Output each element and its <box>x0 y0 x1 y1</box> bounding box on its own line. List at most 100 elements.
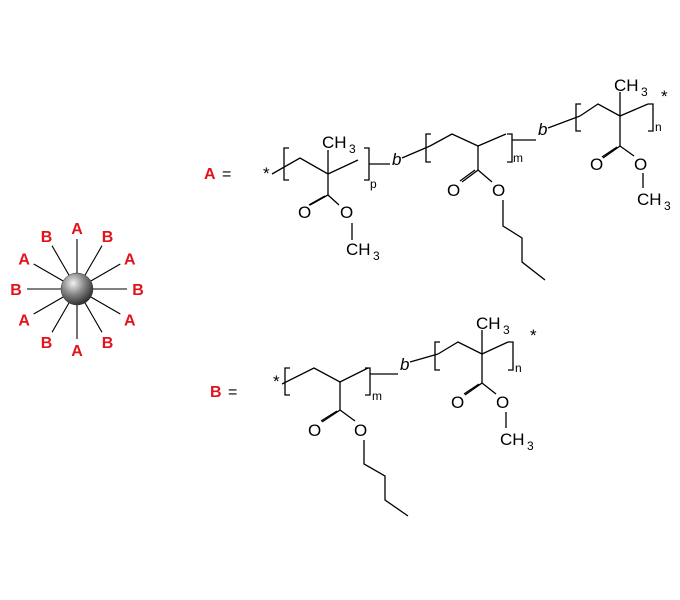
block-b-end-left: * <box>273 372 280 391</box>
ester-bond <box>461 146 479 183</box>
carbonyl-double-bond <box>308 195 326 206</box>
seg1-carbonyl-o: O <box>308 421 321 440</box>
star-arm-label-b: B <box>102 229 114 246</box>
backbone-bond <box>429 133 507 147</box>
ester-o-bond <box>619 145 635 157</box>
bracket-right <box>365 367 371 396</box>
ester-o-bond <box>339 409 356 422</box>
star-arm <box>88 263 121 283</box>
block-link-bond <box>401 145 431 159</box>
seg2-index-n: n <box>515 361 522 375</box>
star-arm-label-a: A <box>71 343 83 360</box>
backbone-bond <box>579 103 649 117</box>
block-b-structure: B = * m O O b CH <box>210 314 537 517</box>
block-a-end-left: * <box>263 164 270 183</box>
bracket-left <box>575 103 581 132</box>
star-arm <box>33 263 66 283</box>
seg2-carbonyl-o: O <box>451 393 464 412</box>
backbone-bond <box>271 157 359 175</box>
star-arm-label-b: B <box>102 335 114 352</box>
carbonyl-double-bond <box>459 169 476 182</box>
star-arm-label-b: B <box>41 335 53 352</box>
ester-bond <box>602 116 621 159</box>
seg2-ester-o: O <box>496 393 509 412</box>
star-arms <box>27 239 127 339</box>
seg1-ch3-sub: 3 <box>349 142 356 156</box>
block-a-structure: A = * CH 3 p O O CH 3 b <box>204 76 671 281</box>
block-a-label: A <box>204 166 216 183</box>
star-arm-label-a: A <box>18 313 30 330</box>
seg1-ester-o: O <box>340 203 353 222</box>
seg1-index-p: p <box>370 177 377 191</box>
seg3-carbonyl-o: O <box>590 155 603 174</box>
ester-bond <box>309 174 329 206</box>
block-link-bond <box>547 115 581 129</box>
backbone-bond <box>281 367 369 385</box>
butyl-chain <box>363 440 409 517</box>
block-b-equals: = <box>228 384 237 401</box>
seg1-methyl-sub: 3 <box>373 249 380 263</box>
bracket-right <box>507 133 513 163</box>
carbonyl-double-bond <box>601 146 618 158</box>
bracket-left <box>425 133 431 163</box>
star-arm <box>83 300 103 333</box>
bracket-left <box>434 341 440 371</box>
bracket-right <box>364 147 370 181</box>
star-arm <box>51 300 71 333</box>
seg2-ch3: CH <box>476 314 501 333</box>
star-arm <box>33 295 66 315</box>
star-arm-label-a: A <box>71 221 83 238</box>
block-b-label: B <box>210 384 222 401</box>
seg3-ch3: CH <box>614 76 639 95</box>
seg2-methyl: CH <box>500 430 525 449</box>
star-arm-label-a: A <box>18 252 30 269</box>
star-arm-label-a: A <box>124 252 136 269</box>
block-a-seg1: CH 3 p O O CH 3 <box>271 133 380 263</box>
seg1-index-m: m <box>372 389 382 403</box>
star-arm-label-b: B <box>10 282 22 299</box>
seg1-ester-o: O <box>354 421 367 440</box>
seg3-methyl: CH <box>637 190 662 209</box>
backbone-bond <box>437 341 509 355</box>
block-a-equals: = <box>222 166 231 183</box>
star-arm-label-b: B <box>132 282 144 299</box>
block-link-bond <box>409 353 439 363</box>
star-arm-label-b: B <box>41 229 53 246</box>
butyl-chain <box>502 200 546 281</box>
seg3-methyl-sub: 3 <box>664 199 671 213</box>
block-a-link-b2: b <box>538 120 547 139</box>
seg1-carbonyl-o: O <box>298 203 311 222</box>
block-a-seg3: CH 3 n * O O CH 3 <box>575 76 671 213</box>
bracket-right <box>648 103 654 132</box>
block-b-link-b: b <box>400 355 409 374</box>
star-arm-label-a: A <box>124 313 136 330</box>
block-b-seg1: m O O <box>281 367 409 517</box>
star-core <box>60 272 94 306</box>
ester-bond <box>464 354 483 396</box>
block-a-end-right: * <box>661 87 668 106</box>
seg3-ch3-sub: 3 <box>641 85 648 99</box>
block-a-link-b1: b <box>392 150 401 169</box>
block-a-seg2: m O O <box>425 133 546 281</box>
seg2-ester-o: O <box>492 181 505 200</box>
bracket-left <box>283 147 289 181</box>
seg3-ester-o: O <box>634 155 647 174</box>
seg2-index-m: m <box>513 151 523 165</box>
seg1-methyl: CH <box>346 240 371 259</box>
ester-bond <box>321 382 341 423</box>
star-arm <box>51 245 71 278</box>
seg3-index-n: n <box>655 120 662 134</box>
bracket-left <box>284 367 290 396</box>
bracket-right <box>508 341 514 371</box>
ester-o-bond <box>481 382 497 395</box>
seg2-methyl-sub: 3 <box>527 439 534 453</box>
seg2-ch3-sub: 3 <box>503 323 510 337</box>
seg1-ch3: CH <box>322 133 347 152</box>
star-arm <box>88 295 121 315</box>
carbonyl-double-bond <box>463 383 480 395</box>
ester-o-bond <box>477 169 493 183</box>
block-b-end-right: * <box>530 326 537 345</box>
